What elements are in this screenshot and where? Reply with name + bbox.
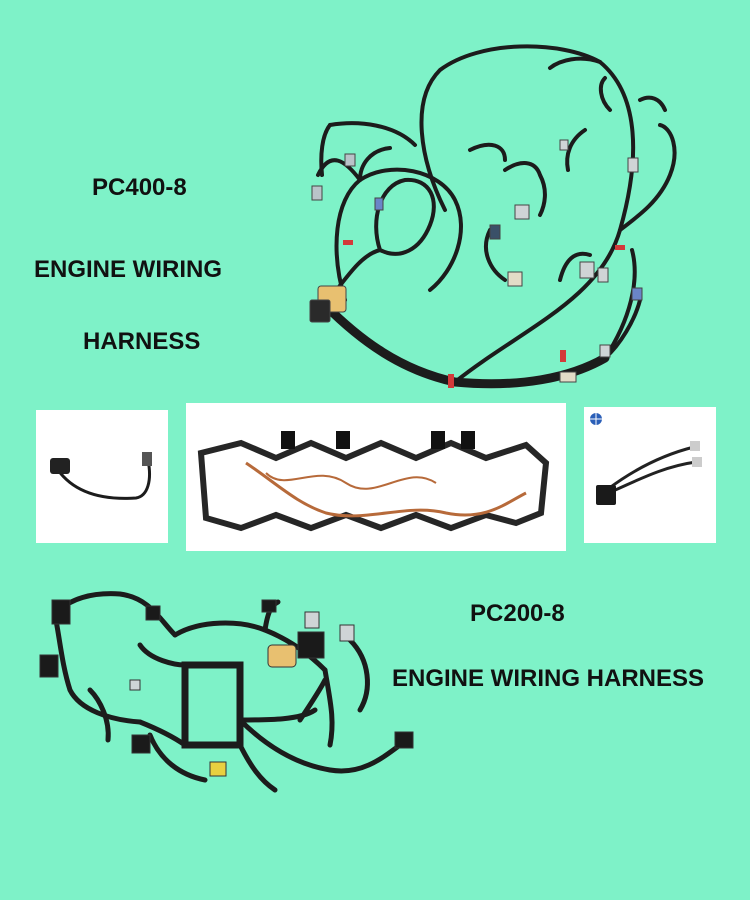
gasket-harness-photo-panel <box>186 403 566 551</box>
sensor-wire-photo-panel <box>36 410 168 543</box>
gasket-harness-image <box>197 431 550 532</box>
sensor-wire-image <box>50 452 152 500</box>
globe-logo-icon <box>590 413 602 425</box>
pc200-title: ENGINE WIRING HARNESS <box>392 665 705 692</box>
pc400-title-line2: HARNESS <box>83 328 201 355</box>
pigtail-connector-image <box>596 441 702 505</box>
pc400-model-label: PC400-8 <box>92 174 187 201</box>
pc400-title-line1: ENGINE WIRING <box>34 256 223 283</box>
pigtail-photo-panel <box>584 407 716 543</box>
pc200-model-label: PC200-8 <box>470 600 565 627</box>
